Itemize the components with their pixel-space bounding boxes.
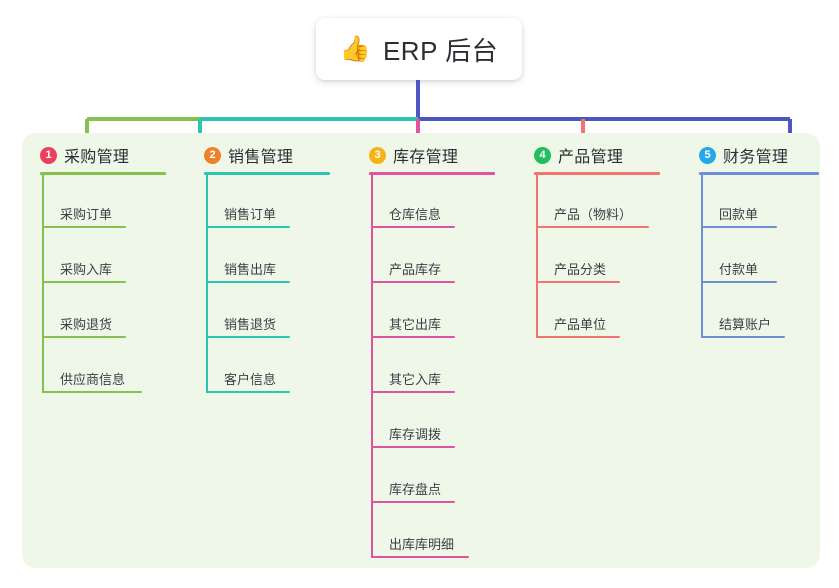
leaf-item-rule xyxy=(206,226,290,228)
leaf-item[interactable]: 客户信息 xyxy=(206,338,294,393)
leaf-item[interactable]: 销售退货 xyxy=(206,283,294,338)
leaf-item-rule xyxy=(371,281,455,283)
branch-spine-4 xyxy=(536,173,538,338)
leaf-item-label: 产品分类 xyxy=(554,262,607,277)
leaf-item-label: 结算账户 xyxy=(719,317,772,332)
leaf-item-rule xyxy=(42,391,142,393)
leaf-item[interactable]: 销售出库 xyxy=(206,228,294,283)
leaf-item-rule xyxy=(536,281,620,283)
branch-badge-3: 3 xyxy=(369,146,386,164)
leaf-item[interactable]: 其它入库 xyxy=(371,338,459,393)
leaf-item-rule xyxy=(371,556,469,558)
leaf-item-label: 其它出库 xyxy=(389,317,442,332)
leaf-item[interactable]: 销售订单 xyxy=(206,173,294,228)
leaf-item-label: 仓库信息 xyxy=(389,207,442,222)
leaf-item-label: 产品（物料） xyxy=(554,207,633,222)
leaf-item-rule xyxy=(371,391,455,393)
leaf-item-label: 库存盘点 xyxy=(389,482,442,497)
root-node-card[interactable]: 👍 ERP 后台 xyxy=(316,18,522,80)
leaf-item[interactable]: 其它出库 xyxy=(371,283,459,338)
branch-badge-5: 5 xyxy=(699,146,716,164)
branch-header-1[interactable]: 1 采购管理 xyxy=(40,143,129,167)
leaf-item-rule xyxy=(42,281,126,283)
leaf-item[interactable]: 采购入库 xyxy=(42,228,130,283)
leaf-item-rule xyxy=(42,336,126,338)
leaf-item[interactable]: 采购订单 xyxy=(42,173,130,228)
leaf-item[interactable]: 产品库存 xyxy=(371,228,459,283)
branch-header-4[interactable]: 4 产品管理 xyxy=(534,143,623,167)
leaf-item-rule xyxy=(371,446,455,448)
leaf-item-label: 客户信息 xyxy=(224,372,277,387)
leaf-item-label: 付款单 xyxy=(719,262,759,277)
leaf-item-label: 销售退货 xyxy=(224,317,277,332)
leaf-item-rule xyxy=(206,336,290,338)
leaf-item[interactable]: 出库库明细 xyxy=(371,503,473,558)
leaf-item-label: 供应商信息 xyxy=(60,372,126,387)
branch-badge-2: 2 xyxy=(204,146,221,164)
leaf-item-rule xyxy=(701,226,777,228)
leaf-item[interactable]: 回款单 xyxy=(701,173,781,228)
leaf-item[interactable]: 结算账户 xyxy=(701,283,789,338)
thumbs-up-icon: 👍 xyxy=(339,34,371,63)
leaf-item-rule xyxy=(371,501,455,503)
leaf-item-label: 产品库存 xyxy=(389,262,442,277)
leaf-item-label: 出库库明细 xyxy=(389,537,455,552)
branch-spine-5 xyxy=(701,173,703,338)
leaf-item-rule xyxy=(536,336,620,338)
leaf-item[interactable]: 库存调拨 xyxy=(371,393,459,448)
leaf-item[interactable]: 采购退货 xyxy=(42,283,130,338)
branch-header-5[interactable]: 5 财务管理 xyxy=(699,143,788,167)
leaf-item[interactable]: 产品分类 xyxy=(536,228,624,283)
branch-title-1: 采购管理 xyxy=(64,149,130,166)
branch-header-rule-4 xyxy=(534,172,660,175)
leaf-item-rule xyxy=(701,336,785,338)
leaf-item-label: 采购订单 xyxy=(60,207,113,222)
branch-title-4: 产品管理 xyxy=(558,149,624,166)
branch-title-5: 财务管理 xyxy=(723,149,789,166)
root-node-label: ERP 后台 xyxy=(382,35,499,66)
leaf-item[interactable]: 供应商信息 xyxy=(42,338,146,393)
leaf-item-label: 采购入库 xyxy=(60,262,113,277)
leaf-item[interactable]: 产品单位 xyxy=(536,283,624,338)
leaf-item-rule xyxy=(206,281,290,283)
branch-spine-3 xyxy=(371,173,373,558)
leaf-item-label: 产品单位 xyxy=(554,317,607,332)
leaf-item-rule xyxy=(536,226,649,228)
leaf-item-label: 库存调拨 xyxy=(389,427,442,442)
branch-title-2: 销售管理 xyxy=(228,149,294,166)
branches-panel xyxy=(22,133,820,568)
leaf-item-label: 采购退货 xyxy=(60,317,113,332)
branch-badge-1: 1 xyxy=(40,146,57,164)
branch-badge-4: 4 xyxy=(534,146,551,164)
leaf-item-rule xyxy=(371,336,455,338)
leaf-item-label: 销售出库 xyxy=(224,262,277,277)
branch-header-rule-5 xyxy=(699,172,819,175)
leaf-item[interactable]: 仓库信息 xyxy=(371,173,459,228)
branch-header-rule-3 xyxy=(369,172,495,175)
leaf-item-label: 销售订单 xyxy=(224,207,277,222)
branch-spine-2 xyxy=(206,173,208,393)
leaf-item-rule xyxy=(42,226,126,228)
branch-header-3[interactable]: 3 库存管理 xyxy=(369,143,458,167)
leaf-item-rule xyxy=(701,281,777,283)
leaf-item-label: 其它入库 xyxy=(389,372,442,387)
leaf-item-rule xyxy=(206,391,290,393)
branch-header-rule-1 xyxy=(40,172,166,175)
branch-title-3: 库存管理 xyxy=(393,149,459,166)
leaf-item[interactable]: 产品（物料） xyxy=(536,173,653,228)
branch-spine-1 xyxy=(42,173,44,393)
leaf-item-rule xyxy=(371,226,455,228)
branch-header-rule-2 xyxy=(204,172,330,175)
leaf-item[interactable]: 库存盘点 xyxy=(371,448,459,503)
leaf-item[interactable]: 付款单 xyxy=(701,228,781,283)
branch-header-2[interactable]: 2 销售管理 xyxy=(204,143,293,167)
leaf-item-label: 回款单 xyxy=(719,207,759,222)
